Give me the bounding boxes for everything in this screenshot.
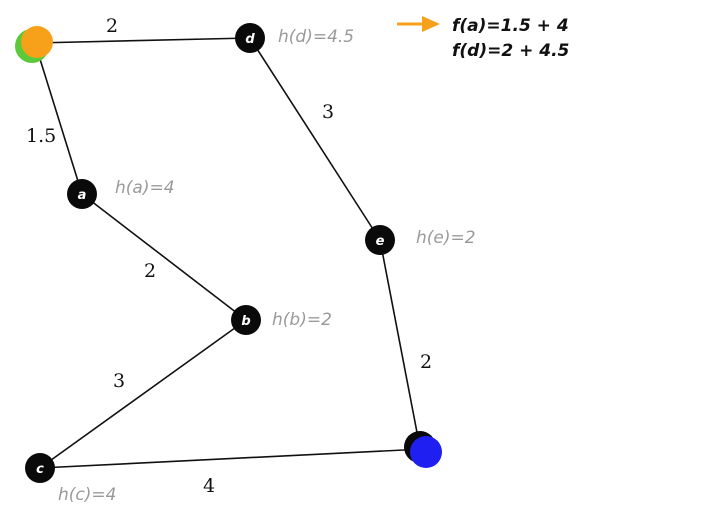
node-a: a xyxy=(67,179,97,209)
node-b: b xyxy=(231,305,261,335)
heuristic-c: h(c)=4 xyxy=(58,485,116,505)
edge-weights: 2 1.5 2 3 4 3 2 xyxy=(26,15,432,497)
node-b-circle xyxy=(231,305,261,335)
edge-weight-e-goal: 2 xyxy=(420,351,432,373)
start-node-fill xyxy=(21,26,53,58)
start-node xyxy=(15,26,53,63)
heuristic-a: h(a)=4 xyxy=(115,178,175,198)
node-b-label: b xyxy=(241,314,250,329)
node-e-label: e xyxy=(376,234,385,249)
heuristic-b: h(b)=2 xyxy=(272,310,332,330)
node-d-circle xyxy=(235,23,265,53)
formulas: f(a)=1.5 + 4 f(d)=2 + 4.5 xyxy=(452,16,569,61)
node-a-circle xyxy=(67,179,97,209)
node-c-circle xyxy=(25,453,55,483)
heuristic-labels: h(d)=4.5 h(a)=4 h(e)=2 h(b)=2 h(c)=4 xyxy=(58,27,476,505)
formula-a: f(a)=1.5 + 4 xyxy=(452,16,569,36)
edge-weight-start-a: 1.5 xyxy=(26,125,56,147)
node-d: d xyxy=(235,23,265,53)
edge-d-e xyxy=(249,37,381,241)
formula-d: f(d)=2 + 4.5 xyxy=(452,41,569,61)
edge-weight-a-b: 2 xyxy=(144,260,156,282)
edge-a-b xyxy=(81,193,247,321)
edge-c-goal xyxy=(39,448,425,469)
node-a-label: a xyxy=(78,188,87,203)
heuristic-d: h(d)=4.5 xyxy=(278,27,354,47)
heuristic-e: h(e)=2 xyxy=(416,228,476,248)
edge-start-a xyxy=(34,42,83,195)
goal-node-fill xyxy=(410,436,442,468)
node-c-label: c xyxy=(36,462,44,477)
arrow-right-icon xyxy=(397,16,440,32)
edge-e-goal xyxy=(379,239,421,449)
arrow-head xyxy=(422,16,440,32)
node-d-label: d xyxy=(245,32,255,47)
edge-weight-c-goal: 4 xyxy=(203,475,215,497)
edge-weight-start-d: 2 xyxy=(106,15,118,37)
node-c: c xyxy=(25,453,55,483)
edge-weight-d-e: 3 xyxy=(322,101,334,123)
edge-b-c xyxy=(39,319,247,469)
edge-start-d xyxy=(34,37,251,44)
goal-node xyxy=(404,431,442,468)
edges xyxy=(34,37,425,469)
node-e-circle xyxy=(365,225,395,255)
edge-weight-b-c: 3 xyxy=(113,370,125,392)
node-e: e xyxy=(365,225,395,255)
